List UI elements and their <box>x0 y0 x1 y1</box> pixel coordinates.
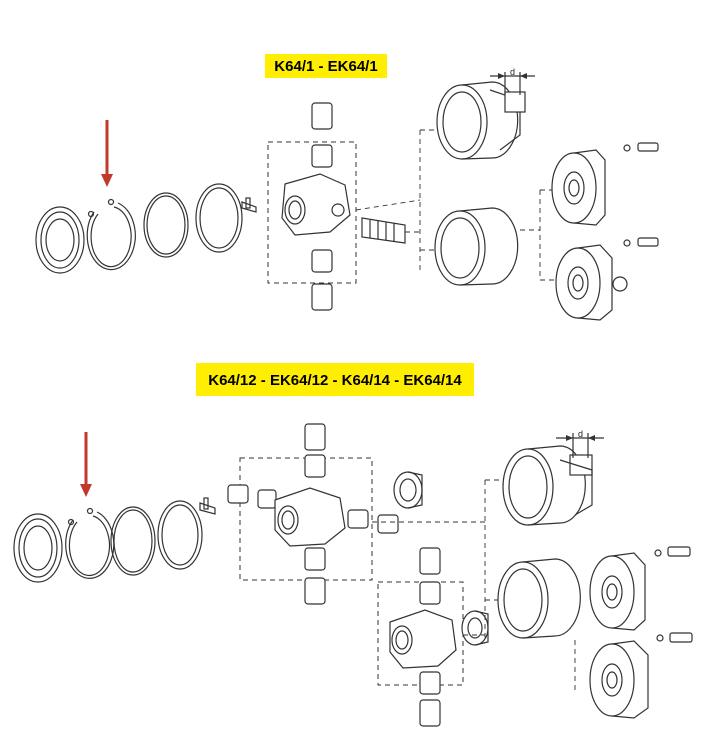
flange-upper-top <box>551 149 606 226</box>
spider-dashed-box-top <box>267 141 357 284</box>
flange-upper-bottom <box>589 552 646 631</box>
grease-nipple-bottom <box>199 497 216 515</box>
ring-4-bottom <box>157 500 203 570</box>
dimension-label-top: d <box>510 67 515 77</box>
cross-journal-top <box>281 102 351 311</box>
cross-journal-bottom <box>227 423 399 605</box>
housing-lower-top <box>434 207 519 286</box>
circlip-bottom <box>65 507 115 579</box>
boot-seal-bottom-2 <box>461 610 489 646</box>
thin-ring-bottom <box>110 506 156 576</box>
cross-journal-bottom-2 <box>389 547 457 727</box>
title-label-top: K64/1 - EK64/1 <box>265 54 387 78</box>
thin-ring-top <box>143 192 189 258</box>
housing-upper-top <box>436 81 526 160</box>
title-label-bottom: K64/12 - EK64/12 - K64/14 - EK64/14 <box>196 363 474 396</box>
dimension-marker-bottom <box>556 433 604 458</box>
flange-lower-top <box>555 244 628 321</box>
grease-nipple-top <box>241 197 257 213</box>
ring-4-top <box>195 183 243 253</box>
boot-seal-bottom <box>393 471 423 509</box>
shaft-top <box>361 217 406 244</box>
bottom-assembly <box>13 423 693 727</box>
top-assembly <box>35 72 659 321</box>
red-arrow-top <box>101 120 113 187</box>
circlip-top <box>86 198 136 271</box>
red-arrow-bottom <box>80 432 92 497</box>
dimension-marker-top <box>490 72 535 95</box>
seal-ring-bottom <box>13 513 63 583</box>
flange-lower-bottom <box>589 640 649 719</box>
seal-ring-top <box>35 206 85 274</box>
housing-upper-bottom <box>502 445 593 526</box>
bolts-top <box>623 142 659 247</box>
bolts-bottom <box>654 546 693 643</box>
dimension-label-bottom: d <box>578 429 583 439</box>
housing-lower-bottom <box>497 558 581 639</box>
